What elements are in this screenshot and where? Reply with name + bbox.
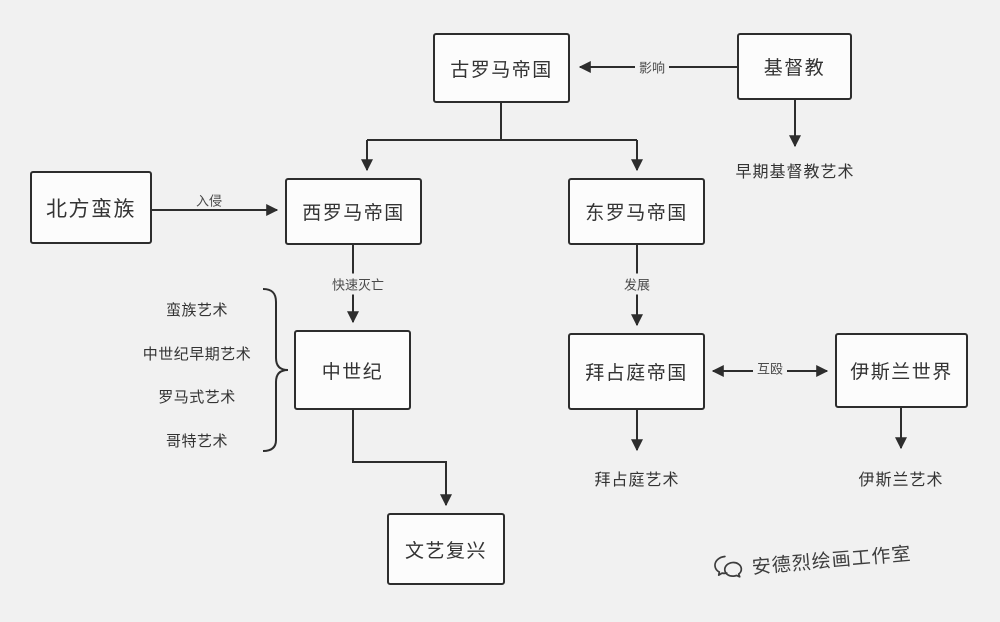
wechat-icon [714,555,743,578]
middle-ages-art-brace [262,288,289,452]
leaf-early-christian-art: 早期基督教艺术 [735,162,855,181]
watermark: 安德烈绘画工作室 [713,539,913,583]
art-item-early-medieval: 中世纪早期艺术 [142,344,252,363]
middle-ages-art-list: 蛮族艺术 中世纪早期艺术 罗马式艺术 哥特艺术 [124,299,270,451]
node-northern-barbarians: 北方蛮族 [30,171,152,244]
node-islamic-world: 伊斯兰世界 [835,333,968,408]
edge-label-rapid-fall: 快速灭亡 [327,273,389,295]
edge-label-influence: 影响 [634,56,670,78]
node-western-rome: 西罗马帝国 [285,178,422,245]
node-middle-ages: 中世纪 [294,330,411,410]
art-item-gothic: 哥特艺术 [165,431,228,450]
edge-label-invasion: 入侵 [195,194,223,210]
node-christianity: 基督教 [737,33,852,100]
leaf-islamic-art: 伊斯兰艺术 [858,470,944,489]
art-item-romanesque: 罗马式艺术 [158,388,236,407]
node-byzantine-empire: 拜占庭帝国 [568,333,705,410]
edge-label-development: 发展 [619,273,655,295]
node-eastern-rome: 东罗马帝国 [568,178,705,245]
arrow-middle-ages-to-renaissance [352,410,452,507]
node-ancient-rome: 古罗马帝国 [433,33,570,103]
leaf-byzantine-art: 拜占庭艺术 [594,470,680,489]
art-item-barbarian: 蛮族艺术 [165,301,228,319]
edge-label-mutual-fighting: 互殴 [752,357,788,379]
node-renaissance: 文艺复兴 [387,513,505,585]
